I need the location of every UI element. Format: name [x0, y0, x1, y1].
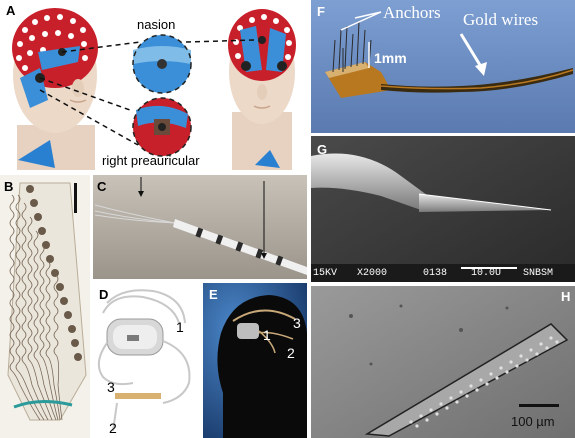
- eeg-cap-illustration: [12, 8, 296, 170]
- panel-a-label: A: [6, 3, 16, 18]
- microelectrode-photo: [311, 0, 575, 133]
- anchors-label: Anchors: [383, 3, 441, 22]
- d-num-3: 3: [107, 379, 115, 395]
- f-scale-label: 1mm: [374, 50, 407, 66]
- preauricular-inset: [132, 97, 192, 157]
- e-num-3: 3: [293, 315, 301, 331]
- h-scale-label: 100 µm: [511, 414, 555, 429]
- panel-b: B: [0, 175, 90, 438]
- sem-org: SNBSM: [523, 268, 554, 279]
- electrode-strip-sem: [311, 286, 575, 438]
- d-num-2: 2: [109, 420, 117, 436]
- panel-c-label: C: [97, 179, 107, 194]
- panel-e: E 1 2 3: [203, 283, 307, 438]
- electrode-sites: [409, 336, 559, 428]
- preauricular-label: right preauricular: [102, 153, 200, 168]
- e-num-1: 1: [263, 327, 271, 343]
- panel-a: A nasion right preauricular: [0, 0, 307, 172]
- panel-f: F Anchors Gold wires 1mm: [311, 0, 575, 133]
- panel-h: H 100 µm: [311, 286, 575, 438]
- nasion-label: nasion: [137, 17, 176, 32]
- sem-needle-image: [311, 136, 575, 282]
- sem-kv: 15KV: [313, 268, 338, 279]
- panel-g-label: G: [317, 142, 328, 157]
- implant-device-photo: [97, 289, 191, 432]
- flexible-electrode-array: [7, 182, 87, 421]
- nasion-inset: [132, 34, 192, 94]
- panel-f-label: F: [317, 4, 325, 19]
- panel-h-label: H: [561, 289, 571, 304]
- mannequin-left: [12, 8, 98, 170]
- sem-scale: 10.0U: [471, 268, 502, 279]
- head-implant-illustration: [203, 283, 307, 438]
- panel-b-label: B: [4, 179, 14, 194]
- sem-mag: X2000: [357, 268, 388, 279]
- d-num-1: 1: [176, 319, 184, 335]
- panel-d: D 1 3 2: [93, 283, 200, 438]
- sem-id: 0138: [423, 268, 448, 279]
- mannequin-right: [228, 9, 296, 170]
- panel-g: G 15KV X2000 0138 10.0U SNBSM: [311, 136, 575, 282]
- e-num-2: 2: [287, 345, 295, 361]
- gold-wires-label: Gold wires: [463, 10, 539, 29]
- panel-e-label: E: [209, 287, 218, 302]
- callout-lines: [39, 39, 256, 146]
- depth-electrode-photo: [93, 175, 307, 279]
- panel-d-label: D: [99, 287, 109, 302]
- panel-c: C: [93, 175, 307, 279]
